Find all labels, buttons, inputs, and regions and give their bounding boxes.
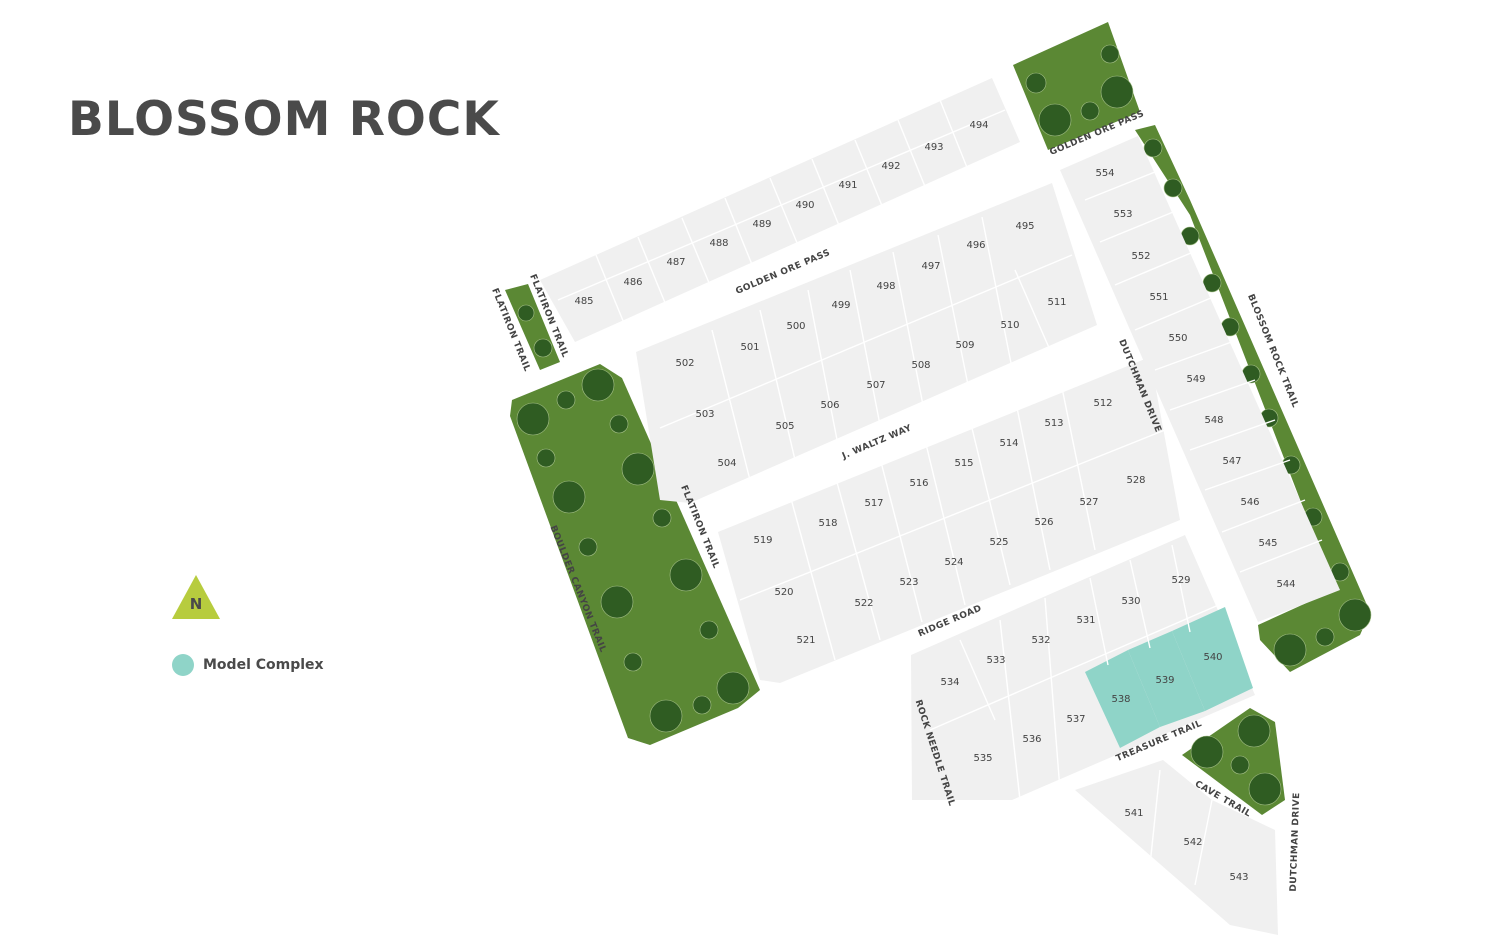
lot-550[interactable]: 550 (1168, 333, 1187, 344)
block-east (1060, 136, 1340, 622)
lot-547[interactable]: 547 (1222, 456, 1241, 467)
model-lot-538[interactable] (1085, 650, 1160, 748)
lot-542[interactable]: 542 (1183, 837, 1202, 848)
lot-551[interactable]: 551 (1149, 292, 1168, 303)
street-dutchman-drive-south: DUTCHMAN DRIVE (1289, 792, 1302, 892)
lot-491[interactable]: 491 (838, 180, 857, 191)
lot-533[interactable]: 533 (986, 655, 1005, 666)
lot-485[interactable]: 485 (574, 296, 593, 307)
north-arrow-icon: N (172, 575, 220, 619)
tree-icons (516, 44, 1372, 806)
lot-552[interactable]: 552 (1131, 251, 1150, 262)
lot-506[interactable]: 506 (820, 400, 839, 411)
lot-537[interactable]: 537 (1066, 714, 1085, 725)
model-complex-label: Model Complex (203, 657, 324, 673)
lot-504[interactable]: 504 (717, 458, 736, 469)
lot-508[interactable]: 508 (911, 360, 930, 371)
blocks (540, 78, 1340, 935)
block-upper-middle (636, 183, 1097, 503)
north-label: N (190, 595, 203, 613)
lot-494[interactable]: 494 (969, 120, 988, 131)
lot-502[interactable]: 502 (675, 358, 694, 369)
lot-lines (557, 99, 1323, 886)
block-lower-middle (718, 357, 1180, 683)
lot-524[interactable]: 524 (944, 557, 963, 568)
lot-488[interactable]: 488 (709, 238, 728, 249)
lot-528[interactable]: 528 (1126, 475, 1145, 486)
lot-546[interactable]: 546 (1240, 497, 1259, 508)
lot-513[interactable]: 513 (1044, 418, 1063, 429)
lot-534[interactable]: 534 (940, 677, 959, 688)
model-complex-lots (1085, 607, 1253, 748)
lot-527[interactable]: 527 (1079, 497, 1098, 508)
lot-501[interactable]: 501 (740, 342, 759, 353)
lot-515[interactable]: 515 (954, 458, 973, 469)
lot-532[interactable]: 532 (1031, 635, 1050, 646)
lot-541[interactable]: 541 (1124, 808, 1143, 819)
lot-500[interactable]: 500 (786, 321, 805, 332)
lot-499[interactable]: 499 (831, 300, 850, 311)
lot-543[interactable]: 543 (1229, 872, 1248, 883)
lot-503[interactable]: 503 (695, 409, 714, 420)
lot-512[interactable]: 512 (1093, 398, 1112, 409)
lot-525[interactable]: 525 (989, 537, 1008, 548)
model-lot-539[interactable] (1128, 631, 1205, 727)
lot-490[interactable]: 490 (795, 200, 814, 211)
lot-544[interactable]: 544 (1276, 579, 1295, 590)
lot-496[interactable]: 496 (966, 240, 985, 251)
lot-522[interactable]: 522 (854, 598, 873, 609)
lot-numbers: 485 486 487 488 489 490 491 492 493 494 … (574, 120, 1295, 883)
block-southeast (1075, 760, 1278, 935)
lot-531[interactable]: 531 (1076, 615, 1095, 626)
lot-495[interactable]: 495 (1015, 221, 1034, 232)
lot-510[interactable]: 510 (1000, 320, 1019, 331)
lot-517[interactable]: 517 (864, 498, 883, 509)
lot-539[interactable]: 539 (1155, 675, 1174, 686)
lot-507[interactable]: 507 (866, 380, 885, 391)
block-top (540, 78, 1020, 342)
page-title: BLOSSOM ROCK (68, 92, 500, 147)
lot-521[interactable]: 521 (796, 635, 815, 646)
lot-520[interactable]: 520 (774, 587, 793, 598)
lot-487[interactable]: 487 (666, 257, 685, 268)
model-complex-swatch (172, 654, 194, 676)
lot-497[interactable]: 497 (921, 261, 940, 272)
lot-505[interactable]: 505 (775, 421, 794, 432)
lot-516[interactable]: 516 (909, 478, 928, 489)
lot-553[interactable]: 553 (1113, 209, 1132, 220)
lot-519[interactable]: 519 (753, 535, 772, 546)
lot-493[interactable]: 493 (924, 142, 943, 153)
lot-535[interactable]: 535 (973, 753, 992, 764)
lot-549[interactable]: 549 (1186, 374, 1205, 385)
lot-511[interactable]: 511 (1047, 297, 1066, 308)
legend: Model Complex (172, 654, 324, 676)
lot-529[interactable]: 529 (1171, 575, 1190, 586)
lot-538[interactable]: 538 (1111, 694, 1130, 705)
lot-526[interactable]: 526 (1034, 517, 1053, 528)
lot-530[interactable]: 530 (1121, 596, 1140, 607)
lot-486[interactable]: 486 (623, 277, 642, 288)
lot-492[interactable]: 492 (881, 161, 900, 172)
lot-514[interactable]: 514 (999, 438, 1018, 449)
model-lot-540[interactable] (1172, 607, 1253, 711)
lot-523[interactable]: 523 (899, 577, 918, 588)
lot-548[interactable]: 548 (1204, 415, 1223, 426)
lot-554[interactable]: 554 (1095, 168, 1114, 179)
park-boulder-canyon (510, 364, 760, 745)
block-south (911, 535, 1255, 800)
lot-540[interactable]: 540 (1203, 652, 1222, 663)
lot-498[interactable]: 498 (876, 281, 895, 292)
lot-518[interactable]: 518 (818, 518, 837, 529)
lot-489[interactable]: 489 (752, 219, 771, 230)
lot-509[interactable]: 509 (955, 340, 974, 351)
lot-536[interactable]: 536 (1022, 734, 1041, 745)
lot-545[interactable]: 545 (1258, 538, 1277, 549)
